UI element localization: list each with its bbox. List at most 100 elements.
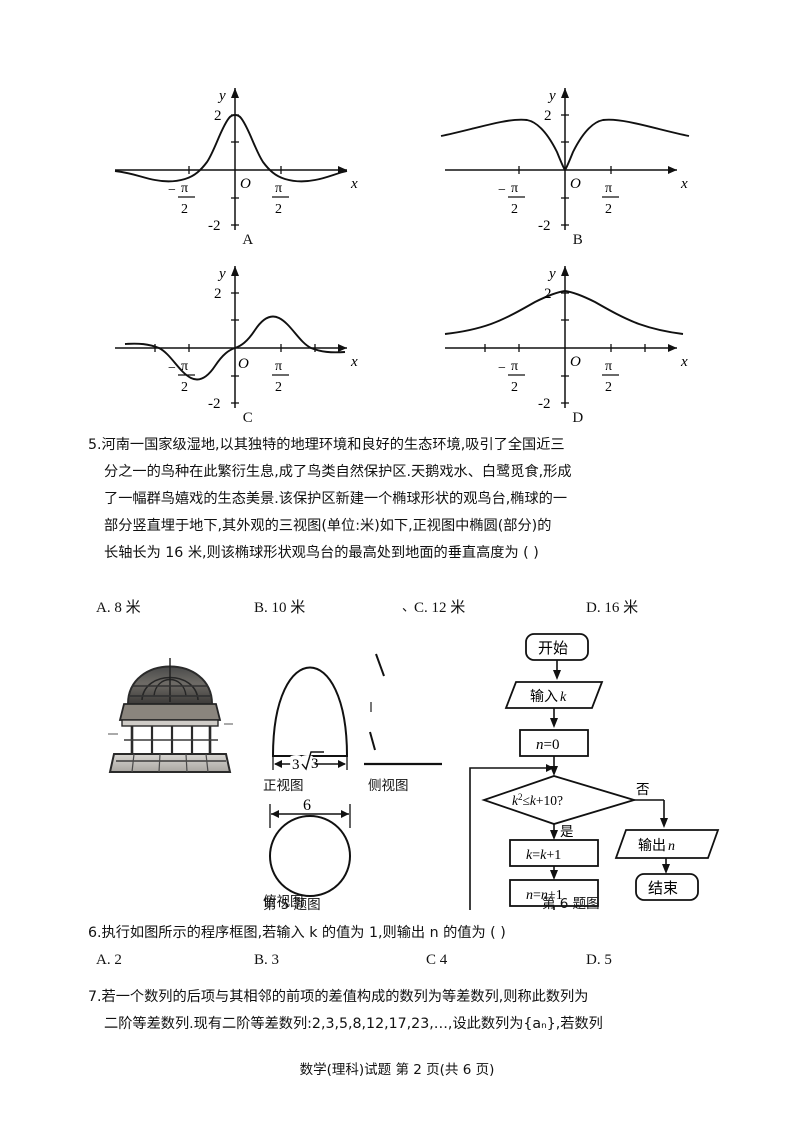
svg-text:输入: 输入 [530,689,558,705]
question-6-body: 执行如图所示的程序框图,若输入 k 的值为 1,则输出 n 的值为 ( ) [101,925,506,941]
graph-option-a-label: A [242,232,254,248]
front-view-dimension-number: 3 [292,757,300,773]
svg-text:x: x [680,354,688,370]
svg-text:y: y [217,88,226,104]
svg-text:π: π [181,359,188,374]
svg-text:2: 2 [275,202,282,217]
question-5-line-1-text: 河南一国家级湿地,以其独特的地理环境和良好的生态环境,吸引了全国近三 [101,437,565,453]
question-6-option-c[interactable]: C 4 [426,952,448,968]
svg-text:2: 2 [181,380,188,395]
svg-text:2: 2 [511,202,518,217]
svg-text:k: k [560,690,567,705]
flowchart-figure-6: 开始 输入 k n=0 k2≤k+10? [468,628,728,913]
question-6-number: 6. [88,925,102,941]
svg-text:输出: 输出 [638,838,666,854]
svg-text:x: x [350,354,358,370]
svg-text:y: y [547,266,556,282]
svg-text:-2: -2 [538,218,551,234]
question-7-line-1: 7.若一个数列的后项与其相邻的前项的差值构成的数列为等差数列,则称此数列为 [88,984,603,1011]
svg-text:π: π [511,359,518,374]
top-view-dimension: 6 [303,797,311,814]
side-view-drawing: 侧视图 [358,636,448,796]
svg-text:y: y [217,266,226,282]
svg-text:O: O [570,354,581,370]
front-view-label: 正视图 [263,778,304,794]
page-footer: 数学(理科)试题 第 2 页(共 6 页) [299,1062,495,1078]
svg-text:π: π [605,181,612,196]
svg-text:x: x [680,176,688,192]
svg-text:2: 2 [181,202,188,217]
svg-text:k2≤k+10?: k2≤k+10? [512,792,563,808]
svg-text:2: 2 [214,286,222,302]
question-5-line-3: 了一幅群鸟嬉戏的生态美景.该保护区新建一个椭球形状的观鸟台,椭球的一 [104,491,568,507]
svg-text:2: 2 [605,202,612,217]
three-view-drawing: 3 3 3 3 6 正视图 俯视图 [245,628,450,910]
svg-text:结束: 结束 [648,880,678,897]
question-5-line-4: 部分竖直埋于地下,其外观的三视图(单位:米)如下,正视图中椭圆(部分)的 [104,518,552,534]
question-7-text: 7.若一个数列的后项与其相邻的前项的差值构成的数列为等差数列,则称此数列为 二阶… [88,984,603,1038]
question-5-number: 5. [88,437,102,453]
svg-text:−: − [498,361,506,376]
top-view-label: 俯视图 [263,894,304,910]
svg-text:2: 2 [544,286,552,302]
svg-text:−: − [168,183,176,198]
svg-text:开始: 开始 [538,640,568,657]
question-6-option-d[interactable]: D. 5 [586,952,612,968]
svg-text:π: π [181,181,188,196]
svg-text:O: O [240,176,251,192]
front-view-dimension-radicand: 3 [311,756,319,772]
question-5-option-b[interactable]: B. 10 米 [254,600,306,616]
svg-text:-2: -2 [538,396,551,412]
question-5-option-c[interactable]: C. 12 米 [414,600,466,616]
graph-option-d-label: D [572,410,584,426]
svg-text:是: 是 [560,824,574,839]
graph-option-d: y x O 2 -2 − π 2 π 2 D [415,248,735,426]
question-5-line-1: 5.河南一国家级湿地,以其独特的地理环境和良好的生态环境,吸引了全国近三 [88,432,572,459]
side-view-label: 侧视图 [368,778,409,794]
svg-text:2: 2 [275,380,282,395]
svg-text:-2: -2 [208,396,221,412]
birdwatching-tower-photo [106,630,234,778]
svg-text:O: O [238,356,249,372]
svg-text:O: O [570,176,581,192]
question-7-line-1-text: 若一个数列的后项与其相邻的前项的差值构成的数列为等差数列,则称此数列为 [101,989,589,1005]
figure-6-caption: 第 6 题图 [542,896,600,912]
svg-text:2: 2 [605,380,612,395]
graph-option-c-label: C [242,410,254,426]
question-6-options: A. 2 B. 3 C 4 D. 5 [96,952,716,974]
graph-option-b-label: B [572,232,584,248]
figure-5-caption: 第 5 题图 [263,897,321,913]
svg-text:否: 否 [636,782,650,797]
svg-text:−: − [168,361,176,376]
svg-text:π: π [275,181,282,196]
question-7-line-2: 二阶等差数列.现有二阶等差数列:2,3,5,8,12,17,23,…,设此数列为… [104,1016,603,1032]
graph-options-group: y x O 2 -2 − π 2 π 2 A [70,70,730,430]
svg-text:n=0: n=0 [536,737,559,753]
question-6-option-b[interactable]: B. 3 [254,952,280,968]
graph-option-b: y x O 2 -2 − π 2 π 2 B [415,70,735,248]
question-5-line-5: 长轴长为 16 米,则该椭球形状观鸟台的最高处到地面的垂直高度为 ( ) [104,545,539,561]
question-7-number: 7. [88,989,102,1005]
svg-text:-2: -2 [208,218,221,234]
question-5-option-d[interactable]: D. 16 米 [586,600,639,616]
figures-row: 3 3 3 3 6 正视图 俯视图 [70,628,730,913]
svg-text:2: 2 [544,108,552,124]
svg-text:y: y [547,88,556,104]
svg-text:2: 2 [214,108,222,124]
svg-text:π: π [605,359,612,374]
question-5-text: 5.河南一国家级湿地,以其独特的地理环境和良好的生态环境,吸引了全国近三 分之一… [88,432,572,567]
svg-text:n: n [668,839,675,854]
svg-text:−: − [498,183,506,198]
svg-text:n=n+1: n=n+1 [526,888,563,903]
question-5-line-2: 分之一的鸟种在此繁衍生息,成了鸟类自然保护区.天鹅戏水、白鹭觅食,形成 [104,464,572,480]
graph-option-c: y x O 2 -2 − π 2 π 2 C [85,248,405,426]
question-6-text: 6.执行如图所示的程序框图,若输入 k 的值为 1,则输出 n 的值为 ( ) [88,920,506,947]
stray-mark: 、 [402,599,416,614]
svg-text:π: π [511,181,518,196]
svg-text:k=k+1: k=k+1 [526,848,561,863]
svg-text:x: x [350,176,358,192]
question-5-option-a[interactable]: A. 8 米 [96,600,141,616]
question-6-option-a[interactable]: A. 2 [96,952,122,968]
graph-option-a: y x O 2 -2 − π 2 π 2 A [85,70,405,248]
